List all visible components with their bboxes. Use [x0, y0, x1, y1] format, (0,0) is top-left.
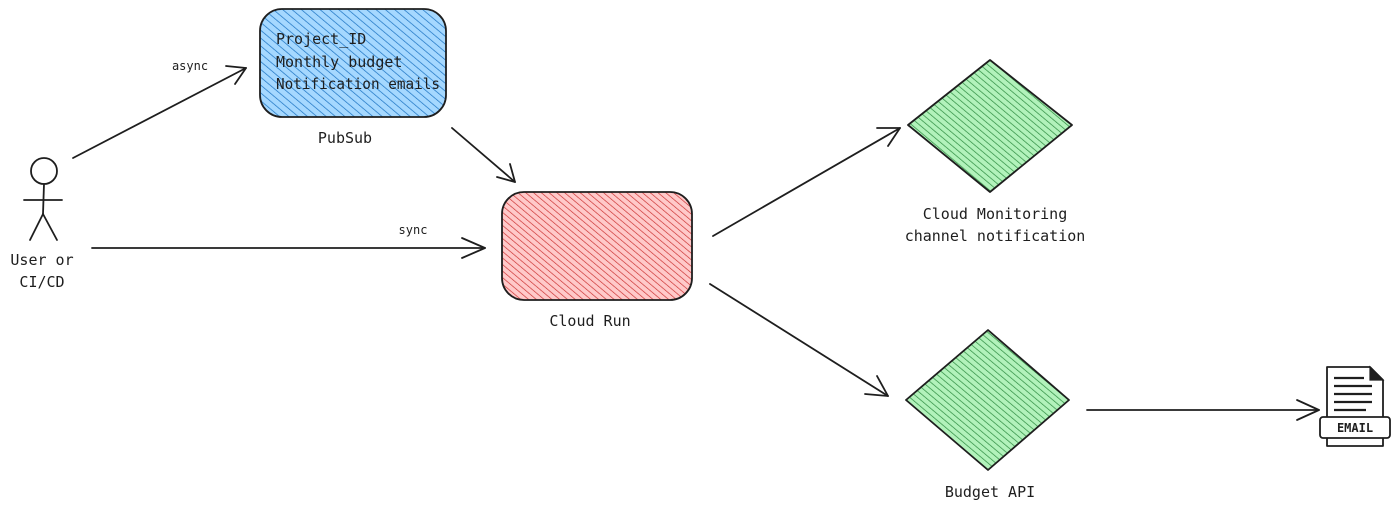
pubsub-content-line-1: Project_ID	[276, 30, 366, 48]
budget-api-diamond	[905, 329, 1070, 471]
user-stick-figure-icon	[23, 157, 63, 241]
edge-cloud-run-to-budget-api	[709, 283, 889, 397]
pubsub-content-line-3: Notification emails	[276, 75, 440, 93]
edge-cloud-run-to-cloud-monitoring	[712, 127, 901, 237]
actor-label-line-1: User or	[10, 251, 73, 269]
email-node: EMAIL	[1319, 365, 1391, 447]
cloud-run-node: Cloud Run	[501, 191, 693, 330]
pubsub-box	[259, 8, 447, 118]
edge-actor-to-cloud-run: sync	[91, 223, 486, 259]
budget-api-label: Budget API	[945, 483, 1035, 501]
edge-budget-api-to-email	[1086, 399, 1320, 421]
pubsub-content-line-2: Monthly budget	[276, 53, 402, 71]
pubsub-label: PubSub	[318, 129, 372, 147]
budget-api-node: Budget API	[905, 329, 1070, 501]
actor: User or CI/CD	[10, 157, 74, 291]
edge-actor-to-pubsub: async	[72, 59, 247, 159]
email-document-icon	[1319, 365, 1391, 447]
pubsub-node: Project_ID Monthly budget Notification e…	[259, 8, 447, 147]
cloud-run-label: Cloud Run	[549, 312, 630, 330]
email-label: EMAIL	[1337, 421, 1373, 435]
edge-pubsub-to-cloud-run	[451, 127, 516, 183]
edge-sync-label: sync	[399, 223, 428, 237]
cloud-monitoring-label-line-2: channel notification	[905, 227, 1086, 245]
edge-async-label: async	[172, 59, 208, 73]
cloud-monitoring-node: Cloud Monitoring channel notification	[905, 59, 1086, 245]
cloud-monitoring-diamond	[907, 59, 1073, 193]
cloud-run-box	[501, 191, 693, 301]
cloud-monitoring-label-line-1: Cloud Monitoring	[923, 205, 1068, 223]
actor-label-line-2: CI/CD	[19, 273, 64, 291]
